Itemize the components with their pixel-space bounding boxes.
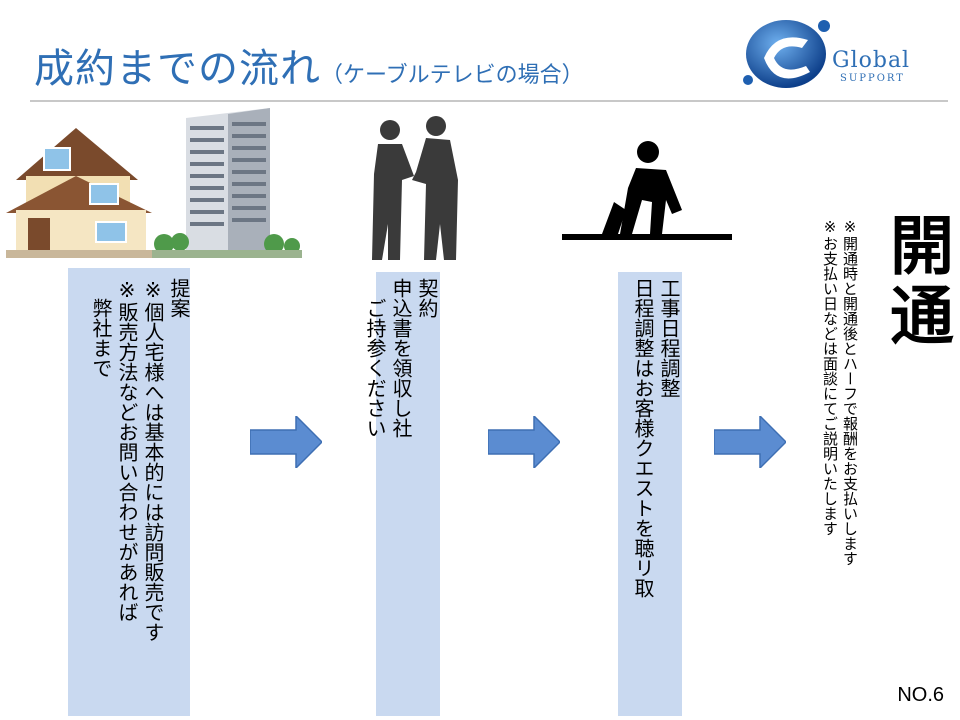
construction-worker-icon — [562, 141, 732, 240]
step-text-proposal: 提案 ※個人宅様へは基本的には訪問販売です ※販売方法などお問い合わせがあれば … — [89, 278, 191, 642]
handshake-illustration — [372, 116, 458, 260]
title-subtitle: （ケーブルテレビの場合） — [321, 63, 584, 88]
page-title: 成約までの流れ（ケーブルテレビの場合） — [34, 36, 584, 94]
header-divider — [30, 100, 948, 102]
arrow-right-icon — [714, 416, 786, 468]
logo-subtext: SUPPORT — [840, 73, 905, 84]
arrow-right-icon — [250, 416, 322, 468]
step-column-contract — [376, 272, 440, 716]
house-illustration — [6, 128, 156, 258]
step-text-contract: 契約 申込書を領収し社 ご持参ください — [363, 278, 439, 438]
step-column-schedule — [618, 272, 682, 716]
arrow-right-icon — [488, 416, 560, 468]
global-support-logo — [743, 20, 830, 88]
final-notes: ※開通時と開通後とハーフで報酬をお支払いします ※お支払い日などは面談にてご説明… — [821, 218, 859, 566]
title-main: 成約までの流れ — [34, 46, 321, 92]
logo-wordmark: Global — [832, 48, 911, 73]
step-column-proposal — [68, 268, 190, 716]
apartment-building-illustration — [152, 108, 302, 258]
page-number: NO.6 — [897, 684, 944, 706]
final-label: 開通 — [879, 212, 953, 352]
step-text-schedule: 工事日程調整 日程調整はお客様クエストを聴リ取 — [631, 278, 681, 598]
